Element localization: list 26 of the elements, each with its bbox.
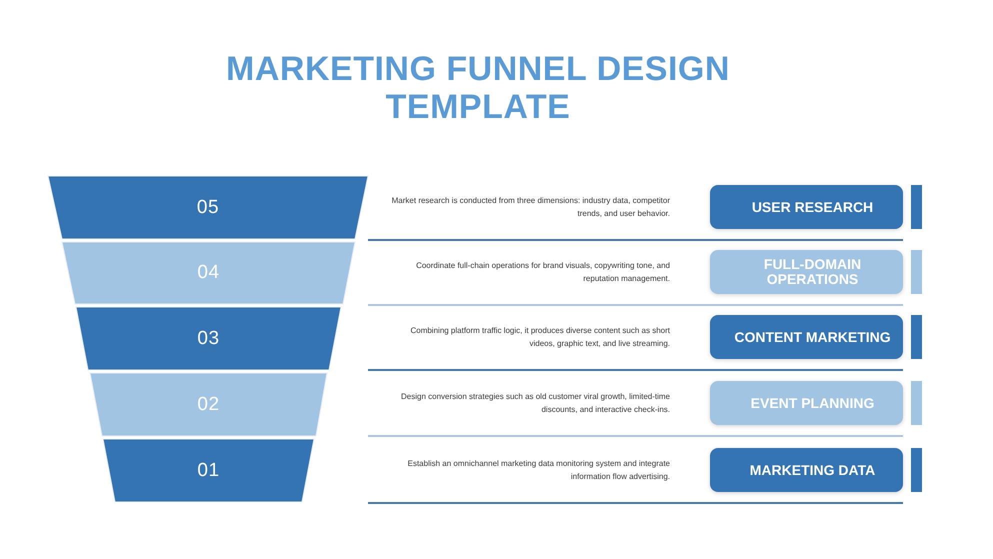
description-text: Establish an omnichannel marketing data monitoring system and integrate information flow advertising. (406, 458, 670, 483)
segment-number: 02 (197, 394, 220, 416)
funnel-segment (90, 373, 327, 436)
funnel-segment (103, 439, 314, 502)
title: MARKETING FUNNEL DESIGN TEMPLATE (225, 50, 731, 126)
stage-title: MARKETING DATA (750, 462, 876, 478)
stage-pill (710, 448, 903, 492)
description-text: Coordinate full-chain operations for brand visuals, copywriting tone, and reputation management. (415, 260, 670, 285)
stage-pill (710, 185, 903, 229)
stage-title: EVENT PLANNING (750, 396, 874, 410)
segment-number: 01 (197, 460, 220, 482)
stage-title: FULL-DOMAIN OPERATIONS (762, 257, 862, 287)
stage-title: CONTENT MARKETING (734, 330, 891, 344)
funnel-segment (62, 242, 355, 304)
stage-pill (710, 250, 903, 294)
stage-pill (710, 315, 903, 359)
segment-number: 03 (197, 328, 220, 350)
description-text: Market research is conducted from three dimensions: industry data, competitor trends, and user behavior. (390, 195, 670, 220)
segment-number: 05 (196, 196, 220, 218)
funnel-segment (48, 176, 368, 239)
segment-number: 04 (197, 262, 220, 284)
description-text: Combining platform traffic logic, it produces diverse content such as short videos, graphic text, and live streaming. (409, 325, 670, 350)
stage-pill (710, 381, 903, 425)
description-text: Design conversion strategies such as old customer viral growth, limited-time discounts, and interactive check-ins. (400, 391, 670, 416)
stage-title: USER RESEARCH (752, 200, 874, 214)
funnel-segment (76, 307, 341, 370)
